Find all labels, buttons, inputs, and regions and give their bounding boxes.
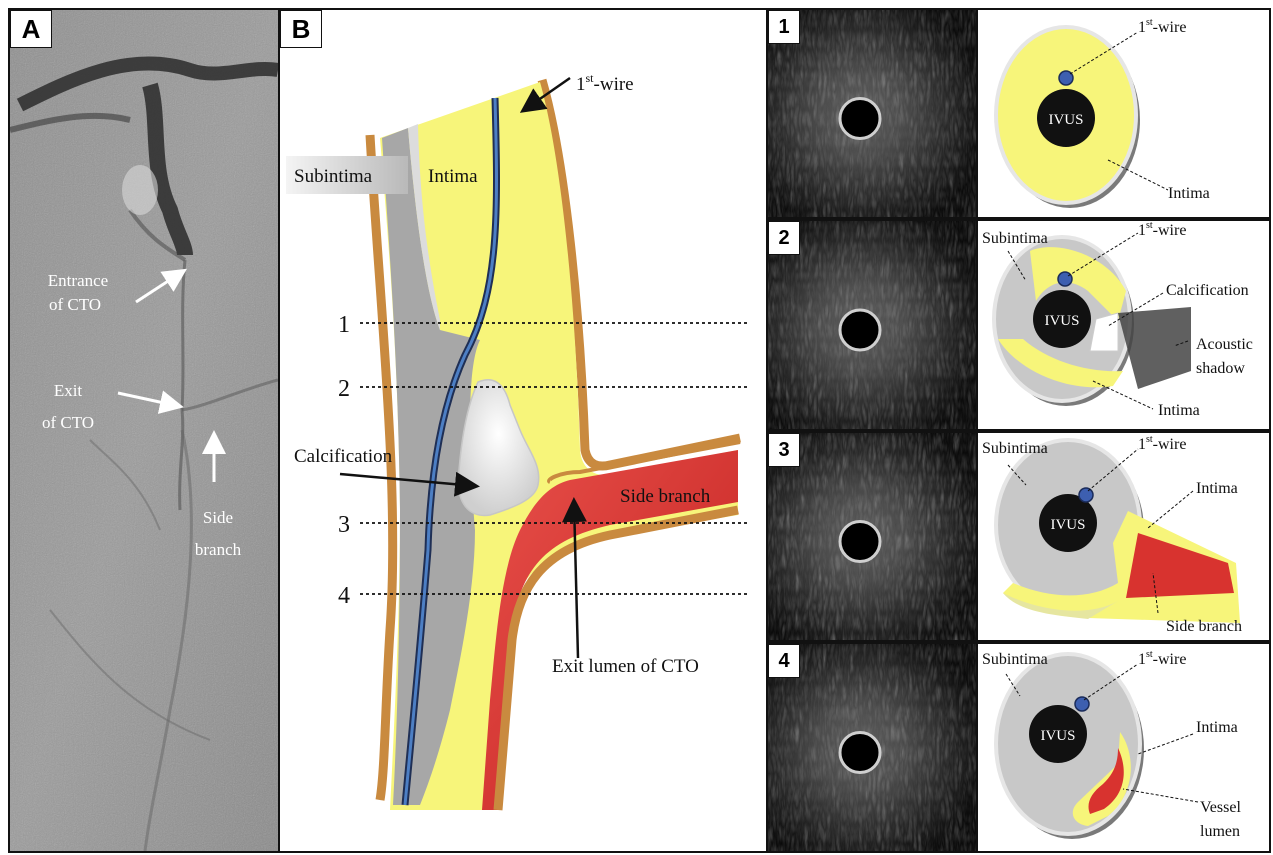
exit-lumen-label: Exit lumen of CTO (552, 656, 699, 677)
side-branch-label: Side branch (1166, 618, 1242, 635)
exit-label-1: Exit (54, 381, 83, 400)
wire-label: 1st-wire (1138, 434, 1186, 453)
wire-label: 1st-wire (1138, 17, 1186, 36)
ivus-label: IVUS (1050, 517, 1085, 533)
calcification-label: Calcification (1166, 282, 1249, 299)
intima-label: Intima (1196, 719, 1238, 736)
ivus-image-panel-4: 4 (766, 642, 978, 853)
ivus-number-label: 1 (768, 10, 800, 44)
level-number-4: 4 (338, 583, 350, 609)
panel-b-label: B (280, 10, 322, 48)
subintima-label: Subintima (982, 440, 1048, 457)
side-branch-label-1: Side (203, 508, 233, 527)
exit-label-2: of CTO (42, 413, 94, 432)
catheter-ring (840, 99, 880, 139)
wire-dot (1058, 272, 1072, 286)
ivus-image-panel-3: 3 (766, 431, 978, 642)
vessel-lumen-label-2: lumen (1200, 823, 1240, 840)
acoustic-shadow-label-2: shadow (1196, 360, 1245, 377)
side-branch-label: Side branch (620, 486, 711, 507)
wire-dot (1075, 697, 1089, 711)
level-number-3: 3 (338, 512, 350, 538)
ivus-label: IVUS (1040, 728, 1075, 744)
ivus-cross-section: IVUS 1st-wireSubintimaCalcificationAcoust… (978, 221, 1269, 429)
catheter-ring (840, 522, 880, 562)
level-number-1: 1 (338, 312, 350, 338)
angiogram-image: Entrance of CTO Exit of CTO Side branch (10, 10, 278, 851)
wire-label: 1st-wire (1138, 221, 1186, 239)
catheter-ring (840, 733, 880, 773)
intima-label: Intima (1196, 480, 1238, 497)
wire-label: 1st-wire (1138, 649, 1186, 668)
entrance-label-2: of CTO (49, 295, 101, 314)
wire-label: 1st-wire (576, 71, 634, 95)
acoustic-shadow (1118, 307, 1191, 389)
subintima-label: Subintima (294, 166, 373, 187)
calcification-label: Calcification (294, 446, 393, 467)
intima-label: Intima (1158, 402, 1200, 419)
ivus-number-label: 2 (768, 221, 800, 255)
ivus-number-label: 4 (768, 644, 800, 678)
ivus-image-panel-2: 2 (766, 219, 978, 431)
acoustic-shadow-label-1: Acoustic (1196, 336, 1253, 353)
panel-b-schematic: Subintima Intima 1st-wire 1 2 3 4 Calcif… (278, 8, 768, 853)
entrance-label-1: Entrance (48, 271, 108, 290)
panel-a-angiogram: Entrance of CTO Exit of CTO Side branch … (8, 8, 280, 853)
level-number-2: 2 (338, 376, 350, 402)
subintima-label: Subintima (982, 651, 1048, 668)
panel-a-label: A (10, 10, 52, 48)
ivus-number-label: 3 (768, 433, 800, 467)
vessel-schematic: Subintima Intima 1st-wire 1 2 3 4 Calcif… (280, 10, 766, 851)
subintima-label: Subintima (982, 230, 1048, 247)
ivus-label: IVUS (1048, 112, 1083, 128)
intima-label: Intima (1168, 185, 1210, 202)
intima-label: Intima (428, 166, 478, 187)
ivus-label: IVUS (1044, 313, 1079, 329)
catheter-ring (840, 310, 880, 350)
wire-dot (1079, 488, 1093, 502)
side-branch-label-2: branch (195, 540, 242, 559)
vessel-lumen-label-1: Vessel (1200, 799, 1241, 816)
ivus-image-panel-1: 1 (766, 8, 978, 219)
